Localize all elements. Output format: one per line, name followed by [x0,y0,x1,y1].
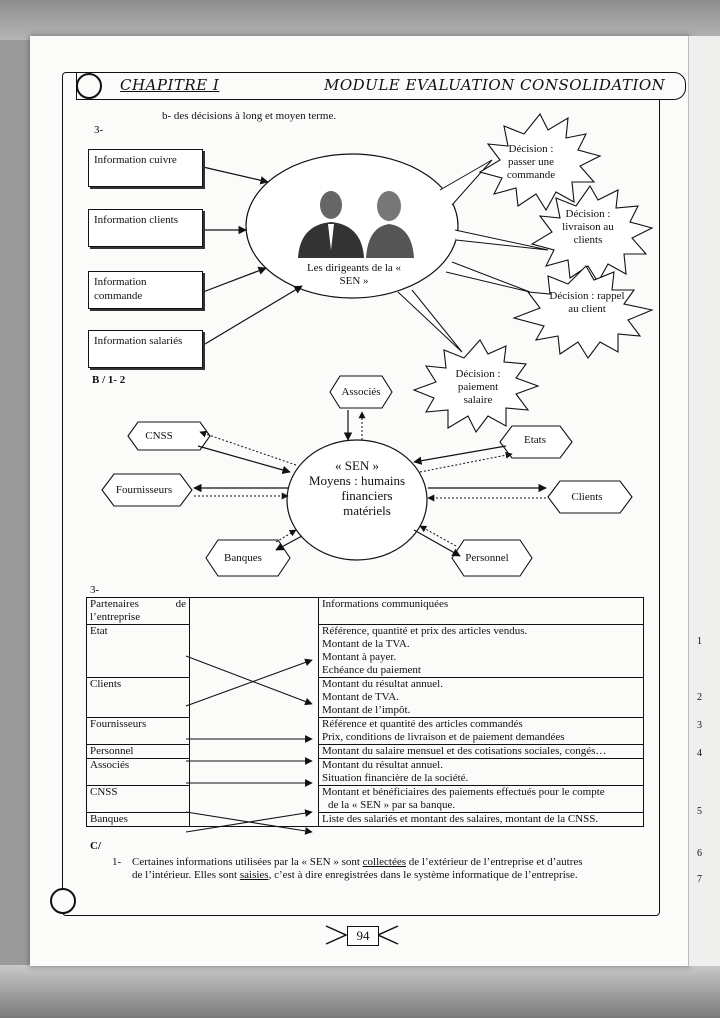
decision-commande: Décision : passer une commande [500,143,562,182]
directors-label: Les dirigeants de la « SEN » [304,262,404,288]
arrow [205,286,302,344]
partner-etats: Etats [504,434,566,447]
table-row: Associés Montant du résultat annuel.Situ… [87,759,644,786]
sen-line3: matériels [292,503,422,518]
section-b-label: B / 1- 2 [92,374,125,387]
partner-banques: Banques [212,552,274,565]
table-row: CNSS Montant et bénéficiaires des paieme… [87,786,644,813]
table-row: Personnel Montant du salaire mensuel et … [87,745,644,759]
table-header-info: Informations communiquées [319,598,644,625]
item-1-number: 1- [112,856,121,869]
table-section-label: 3- [90,584,99,597]
partner-personnel: Personnel [456,552,518,565]
info-box-cuivre: Information cuivre [88,149,203,187]
speech-tail [440,160,492,205]
arrow [203,268,266,292]
info-box-salaries: Information salariés [88,330,203,368]
arrow [203,167,268,182]
decision-paiement: Décision : paiement salaire [446,368,510,407]
table-row: Clients Montant du résultat annuel.Monta… [87,678,644,718]
info-box-commande: Information commande [88,271,203,309]
decision-rappel: Décision : rappel au client [546,290,628,316]
speech-tail [455,230,548,250]
decision-livraison: Décision : livraison au clients [554,208,622,247]
partner-clients: Clients [556,491,618,504]
partner-fournisseurs: Fournisseurs [104,484,184,497]
table-row: Fournisseurs Référence et quantité des a… [87,718,644,745]
table-row: Banques Liste des salariés et montant de… [87,813,644,827]
sen-center-text: « SEN » Moyens : humains financiers maté… [292,458,422,518]
item-1-text: Certaines informations utilisées par la … [132,856,642,882]
table-row: Etat Référence, quantité et prix des art… [87,625,644,678]
info-box-clients: Information clients [88,209,203,247]
partner-associes: Associés [330,386,392,399]
page-number: 94 [347,926,379,946]
speech-tail [446,262,530,292]
partner-cnss: CNSS [128,430,190,443]
section-c-label: C/ [90,840,101,853]
sen-line1: Moyens : humains [292,473,422,488]
sen-title: « SEN » [292,458,422,473]
sen-line2: financiers [292,488,422,503]
speech-tail [398,290,462,352]
